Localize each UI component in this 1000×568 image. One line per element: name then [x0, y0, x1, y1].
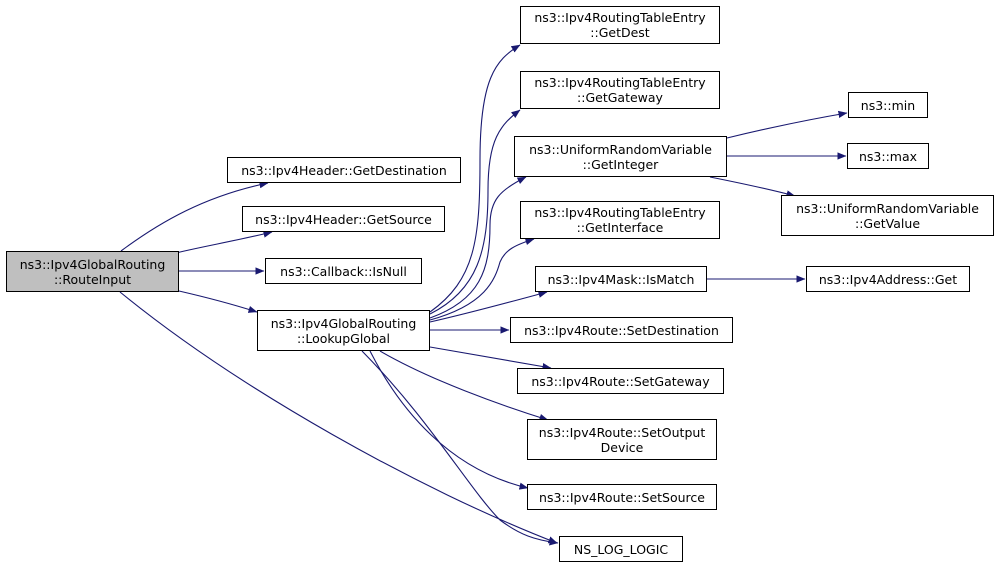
edge-route-input-to-get-destination: [120, 181, 269, 252]
node-label-line: ::GetInteger: [582, 156, 659, 172]
node-label-line: ns3::UniformRandomVariable: [529, 141, 712, 157]
node-ns3-min[interactable]: ns3::min: [848, 92, 928, 118]
node-ipv4header-getdestination[interactable]: ns3::Ipv4Header::GetDestination: [227, 157, 461, 183]
edge-get-integer-to-min: [726, 110, 848, 139]
node-label-line: ns3::Ipv4GlobalRouting: [19, 256, 166, 272]
node-ipv4header-getsource[interactable]: ns3::Ipv4Header::GetSource: [242, 206, 445, 232]
node-ipv4route-setsource[interactable]: ns3::Ipv4Route::SetSource: [527, 484, 717, 510]
node-label-line: NS_LOG_LOGIC: [573, 541, 669, 557]
node-label-line: ns3::Ipv4Header::GetDestination: [241, 162, 447, 178]
node-label-line: ns3::max: [858, 148, 918, 164]
node-label-line: ns3::Ipv4Route::SetOutput: [538, 424, 706, 440]
node-label-line: ns3::Ipv4Address::Get: [818, 271, 958, 287]
edge-lookup-global-to-set-output-device: [379, 350, 549, 421]
node-uniform-random-getinteger[interactable]: ns3::UniformRandomVariable ::GetInteger: [514, 136, 727, 177]
node-uniform-random-getvalue[interactable]: ns3::UniformRandomVariable ::GetValue: [781, 195, 994, 236]
node-label-line: ns3::Ipv4RoutingTableEntry: [534, 10, 706, 25]
edge-lookup-global-to-get-interface: [429, 238, 535, 321]
edge-route-input-to-get-source: [175, 230, 273, 254]
node-label-line: ns3::min: [860, 97, 916, 113]
node-ns-log-logic[interactable]: NS_LOG_LOGIC: [559, 536, 683, 562]
node-label-line: ::LookupGlobal: [296, 330, 391, 346]
node-routing-table-entry-getinterface[interactable]: ns3::Ipv4RoutingTableEntry ::GetInterfac…: [520, 201, 720, 239]
edge-route-input-to-lookup-global: [178, 290, 258, 313]
node-ipv4route-setoutputdevice[interactable]: ns3::Ipv4Route::SetOutput Device: [527, 419, 717, 460]
node-route-input[interactable]: ns3::Ipv4GlobalRouting ::RouteInput: [6, 251, 179, 292]
node-label-line: ns3::Ipv4RoutingTableEntry: [534, 205, 706, 220]
edge-lookup-global-to-get-dest: [429, 44, 521, 313]
node-label-line: ns3::Ipv4GlobalRouting: [270, 315, 417, 331]
node-lookup-global[interactable]: ns3::Ipv4GlobalRouting ::LookupGlobal: [257, 310, 430, 351]
node-label-line: ns3::Ipv4Route::SetGateway: [531, 373, 710, 389]
node-label-line: ::GetDest: [590, 25, 650, 40]
node-label-line: ns3::Callback::IsNull: [280, 263, 407, 279]
node-label-line: ns3::Ipv4Mask::IsMatch: [547, 271, 695, 287]
edge-lookup-global-to-ns-log-logic: [361, 350, 559, 546]
node-label-line: ::RouteInput: [53, 271, 132, 287]
edge-lookup-global-to-set-gateway: [429, 346, 552, 371]
node-label-line: ::GetInterface: [576, 220, 664, 235]
edge-lookup-global-to-is-match: [429, 290, 548, 323]
node-label-line: ns3::Ipv4RoutingTableEntry: [534, 75, 706, 90]
node-label-line: ns3::Ipv4Header::GetSource: [255, 211, 432, 227]
node-routing-table-entry-getdest[interactable]: ns3::Ipv4RoutingTableEntry ::GetDest: [520, 6, 720, 44]
node-label-line: ::GetGateway: [577, 90, 663, 105]
node-ns3-max[interactable]: ns3::max: [847, 143, 929, 169]
node-callback-isnull[interactable]: ns3::Callback::IsNull: [265, 258, 422, 284]
node-label-line: ns3::UniformRandomVariable: [796, 200, 979, 216]
node-ipv4address-get[interactable]: ns3::Ipv4Address::Get: [806, 266, 970, 292]
node-label-line: ns3::Ipv4Route::SetSource: [539, 489, 705, 505]
edge-lookup-global-to-get-gateway: [429, 109, 521, 315]
node-label-line: ns3::Ipv4Route::SetDestination: [524, 322, 719, 338]
edge-get-integer-to-get-value: [709, 176, 796, 198]
node-routing-table-entry-getgateway[interactable]: ns3::Ipv4RoutingTableEntry ::GetGateway: [520, 71, 720, 109]
node-label-line: ::GetValue: [854, 215, 921, 231]
node-ipv4mask-ismatch[interactable]: ns3::Ipv4Mask::IsMatch: [535, 266, 707, 292]
node-label-line: Device: [600, 439, 644, 455]
node-ipv4route-setdestination[interactable]: ns3::Ipv4Route::SetDestination: [510, 317, 733, 343]
node-ipv4route-setgateway[interactable]: ns3::Ipv4Route::SetGateway: [517, 368, 724, 394]
edge-lookup-global-to-get-integer: [429, 176, 527, 319]
